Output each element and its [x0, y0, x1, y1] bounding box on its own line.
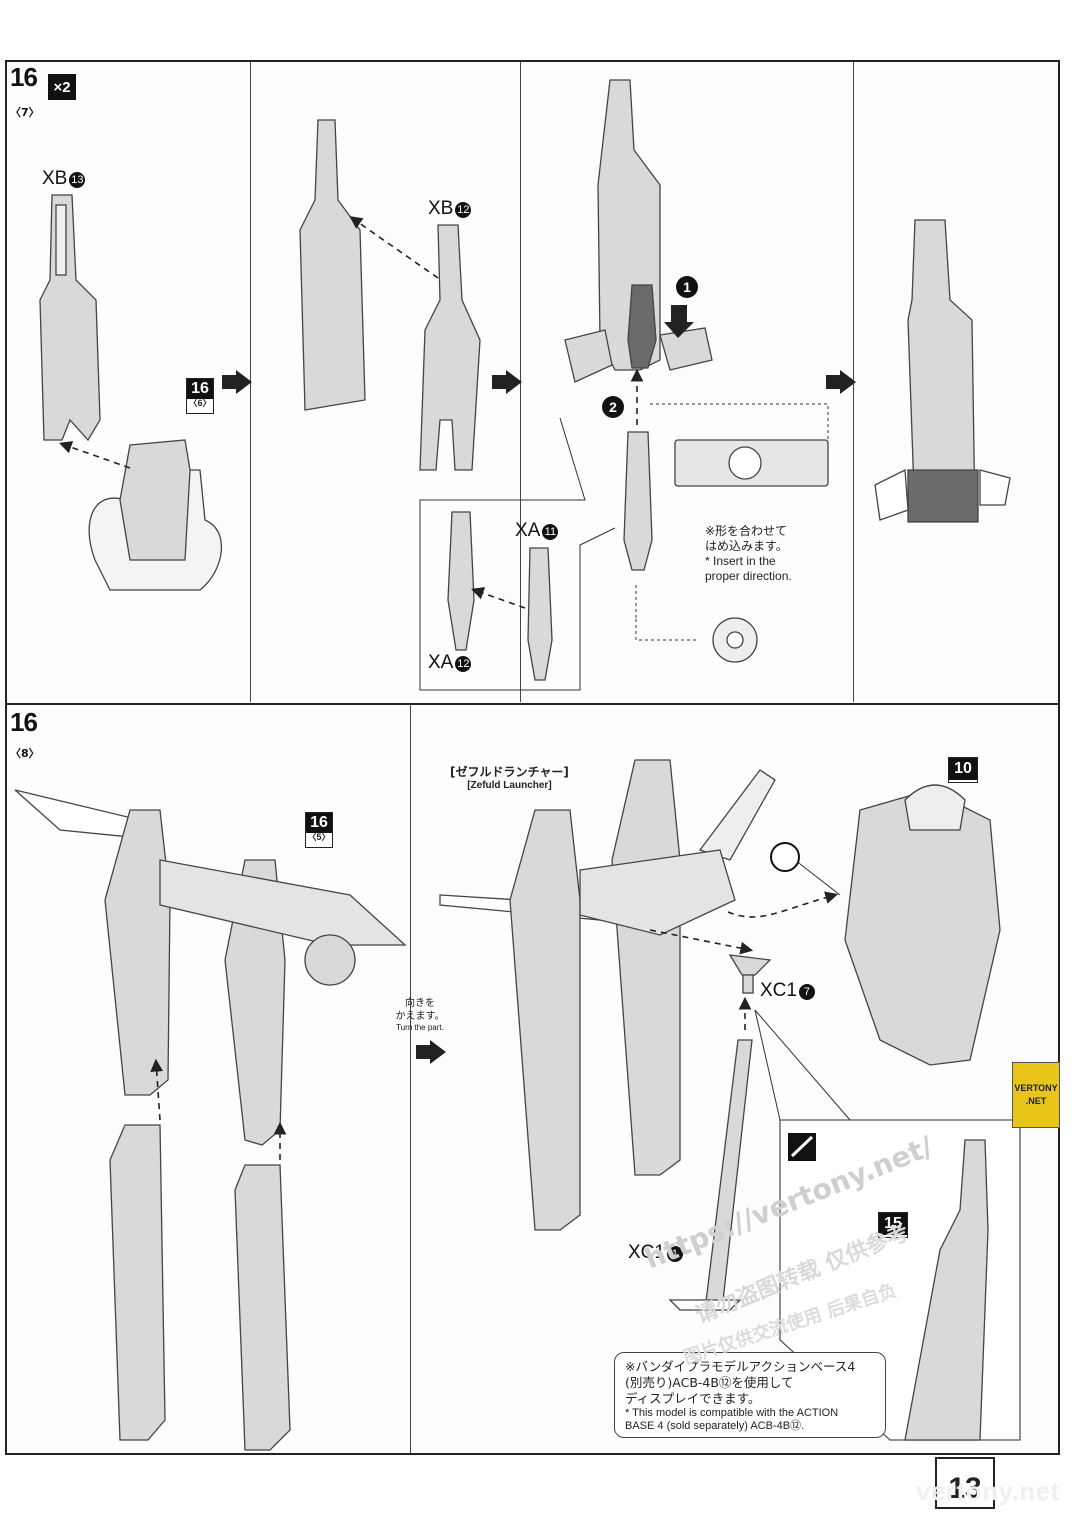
- step-marker-2: 2: [602, 396, 624, 418]
- page-number: 13: [935, 1457, 995, 1509]
- launcher-label: [ゼフルドランチャー] [Zefuld Launcher]: [450, 765, 569, 791]
- step-subnumber-bottom: 〈8〉: [10, 747, 40, 760]
- multiplier-badge: ×2: [48, 74, 76, 100]
- ref-box-16-5: 16 〈5〉: [305, 812, 333, 848]
- step-marker-1: 1: [676, 276, 698, 298]
- vertony-logo: VERTONY .NET: [1012, 1062, 1060, 1128]
- ref-box-10: 10: [948, 757, 978, 783]
- panel-divider-4: [410, 705, 411, 1453]
- turn-part-note: 向きを かえます。 Turn the part.: [395, 998, 445, 1032]
- action-base-note: ※バンダイプラモデルアクションベース4 (別売り)ACB-4B⑫を使用して ディ…: [614, 1352, 886, 1438]
- site-brand: vertony.net: [916, 1476, 1060, 1506]
- ref-box-15: 15: [878, 1212, 908, 1238]
- step-subnumber: 〈7〉: [10, 106, 40, 119]
- step-number-bottom: 16: [10, 707, 38, 737]
- insert-direction-note: ※形を合わせて はめ込みます。 * Insert in the proper d…: [705, 524, 792, 583]
- ref-box-16-6: 16 〈6〉: [186, 378, 214, 414]
- step-number: 16: [10, 62, 38, 92]
- panel-divider-horizontal: [5, 703, 1060, 705]
